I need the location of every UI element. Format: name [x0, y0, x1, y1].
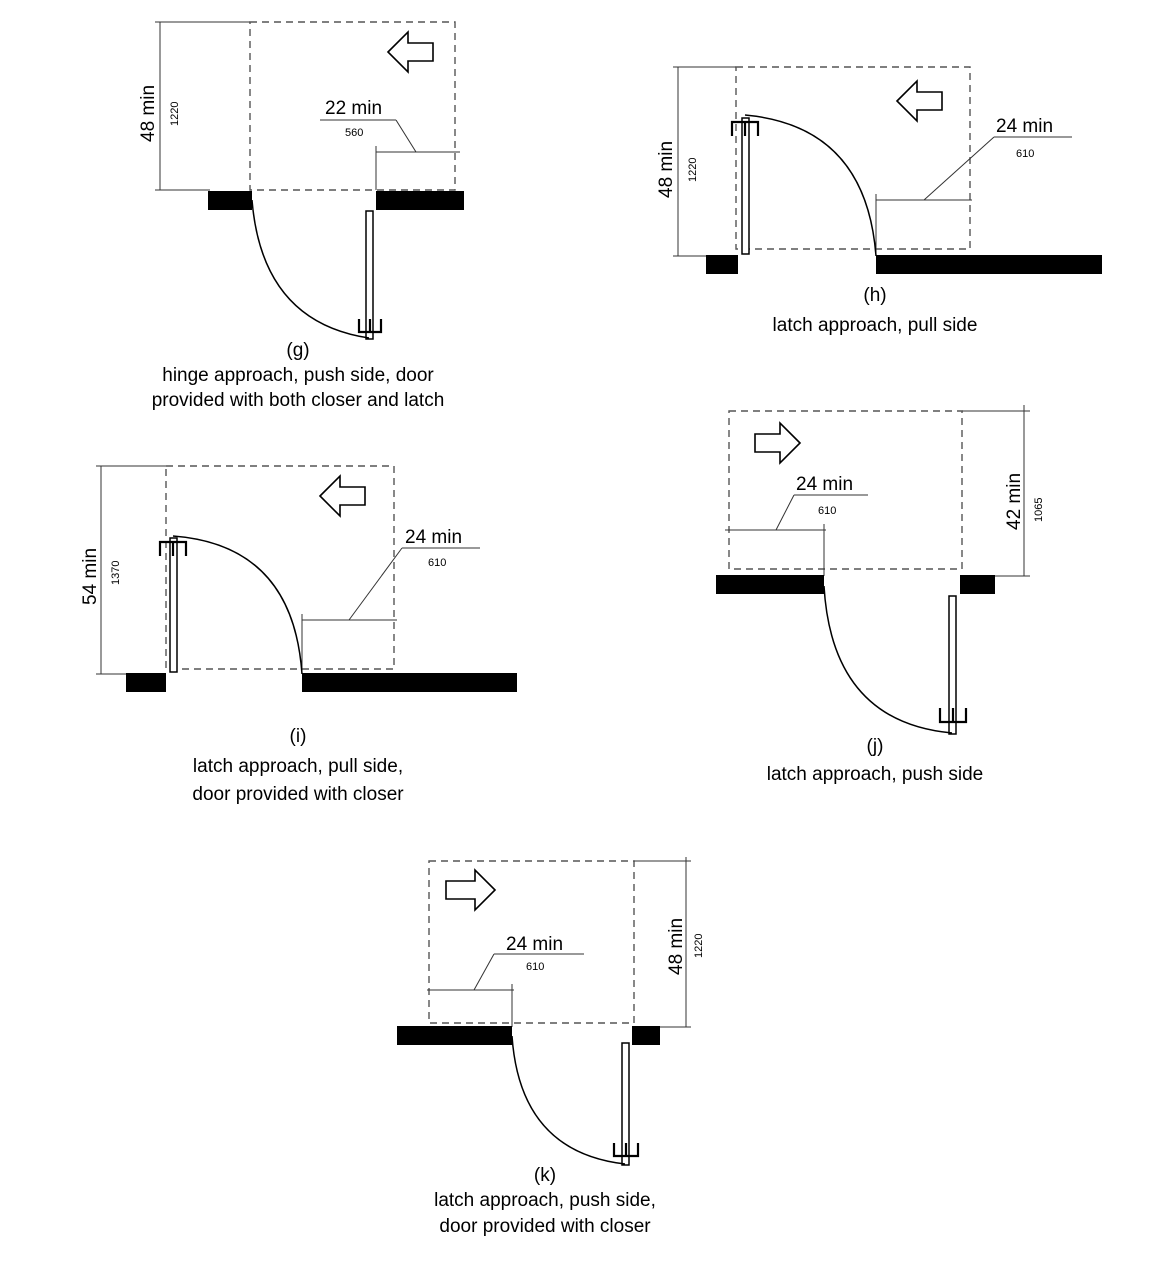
caption-line1-g: hinge approach, push side, door [162, 365, 434, 386]
width-mm-g: 560 [345, 127, 363, 139]
diagram-j: 42 min 1065 24 min 610 (j) latch approac… [716, 405, 1045, 785]
depth-label-g: 48 min [138, 85, 159, 142]
caption-tag-j: (j) [867, 736, 884, 757]
caption-line2-i: door provided with closer [192, 784, 404, 805]
door-hardware-icon [158, 540, 188, 556]
wall-segment [632, 1026, 660, 1045]
diagram-i: 54 min 1370 24 min 610 (i) latch approac… [80, 465, 517, 805]
width-label-j: 24 min [796, 474, 853, 495]
door-swing-arc-g [251, 199, 370, 339]
wall-segment [126, 673, 166, 692]
clear-space-j [728, 410, 963, 570]
caption-tag-g: (g) [286, 340, 309, 361]
door-leaf-j [948, 595, 957, 735]
depth-mm-g: 1220 [169, 102, 181, 126]
door-hardware-icon [612, 1143, 640, 1158]
direction-arrow-right-icon [754, 421, 802, 465]
door-leaf-h [741, 117, 750, 255]
wall-segment [876, 255, 1102, 274]
depth-mm-k: 1220 [693, 934, 705, 958]
width-mm-i: 610 [428, 557, 446, 569]
wall-segment [397, 1026, 512, 1045]
width-label-k: 24 min [506, 934, 563, 955]
wall-segment [208, 191, 252, 210]
depth-mm-h: 1220 [687, 158, 699, 182]
diagram-g: 48 min 1220 22 min 560 (g) hinge approac… [138, 21, 464, 411]
diagram-k: 48 min 1220 24 min 610 (k) latch approac… [397, 857, 705, 1237]
width-mm-k: 610 [526, 961, 544, 973]
clear-space-i [165, 465, 395, 670]
depth-label-j: 42 min [1004, 473, 1025, 530]
direction-arrow-left-icon [386, 30, 434, 74]
door-swing-arc-h [744, 114, 877, 257]
diagram-h: 48 min 1220 24 min 610 (h) latch approac… [656, 66, 1102, 336]
door-swing-arc-k [511, 1035, 626, 1165]
width-label-g: 22 min [325, 98, 382, 119]
caption-line2-k: door provided with closer [439, 1216, 651, 1237]
door-hardware-icon [938, 708, 968, 724]
door-leaf-i [169, 537, 178, 673]
wall-segment [960, 575, 995, 594]
caption-line1-i: latch approach, pull side, [193, 756, 403, 777]
door-leaf-k [621, 1042, 630, 1166]
wall-segment [302, 673, 517, 692]
caption-tag-h: (h) [863, 285, 886, 306]
clear-space-g [249, 21, 456, 191]
width-label-i: 24 min [405, 527, 462, 548]
depth-mm-j: 1065 [1033, 498, 1045, 522]
door-swing-arc-i [172, 535, 303, 675]
width-label-h: 24 min [996, 116, 1053, 137]
caption-line1-h: latch approach, pull side [773, 315, 978, 336]
depth-label-i: 54 min [80, 548, 101, 605]
direction-arrow-right-icon [445, 868, 497, 912]
wall-segment [716, 575, 824, 594]
door-hardware-icon [357, 319, 383, 334]
wall-segment [376, 191, 464, 210]
direction-arrow-left-icon [895, 79, 943, 123]
direction-arrow-left-icon [318, 474, 366, 518]
caption-line2-g: provided with both closer and latch [152, 390, 445, 411]
depth-label-k: 48 min [666, 918, 687, 975]
width-mm-j: 610 [818, 505, 836, 517]
caption-line1-j: latch approach, push side [767, 764, 984, 785]
caption-tag-k: (k) [534, 1165, 556, 1186]
caption-tag-i: (i) [290, 726, 307, 747]
depth-mm-i: 1370 [110, 561, 122, 585]
caption-line1-k: latch approach, push side, [434, 1190, 656, 1211]
wall-segment [706, 255, 738, 274]
width-mm-h: 610 [1016, 148, 1034, 160]
depth-label-h: 48 min [656, 141, 677, 198]
door-swing-arc-j [823, 585, 953, 734]
door-leaf-g [365, 210, 374, 340]
door-hardware-icon [730, 120, 760, 136]
clear-space-k [428, 860, 635, 1024]
